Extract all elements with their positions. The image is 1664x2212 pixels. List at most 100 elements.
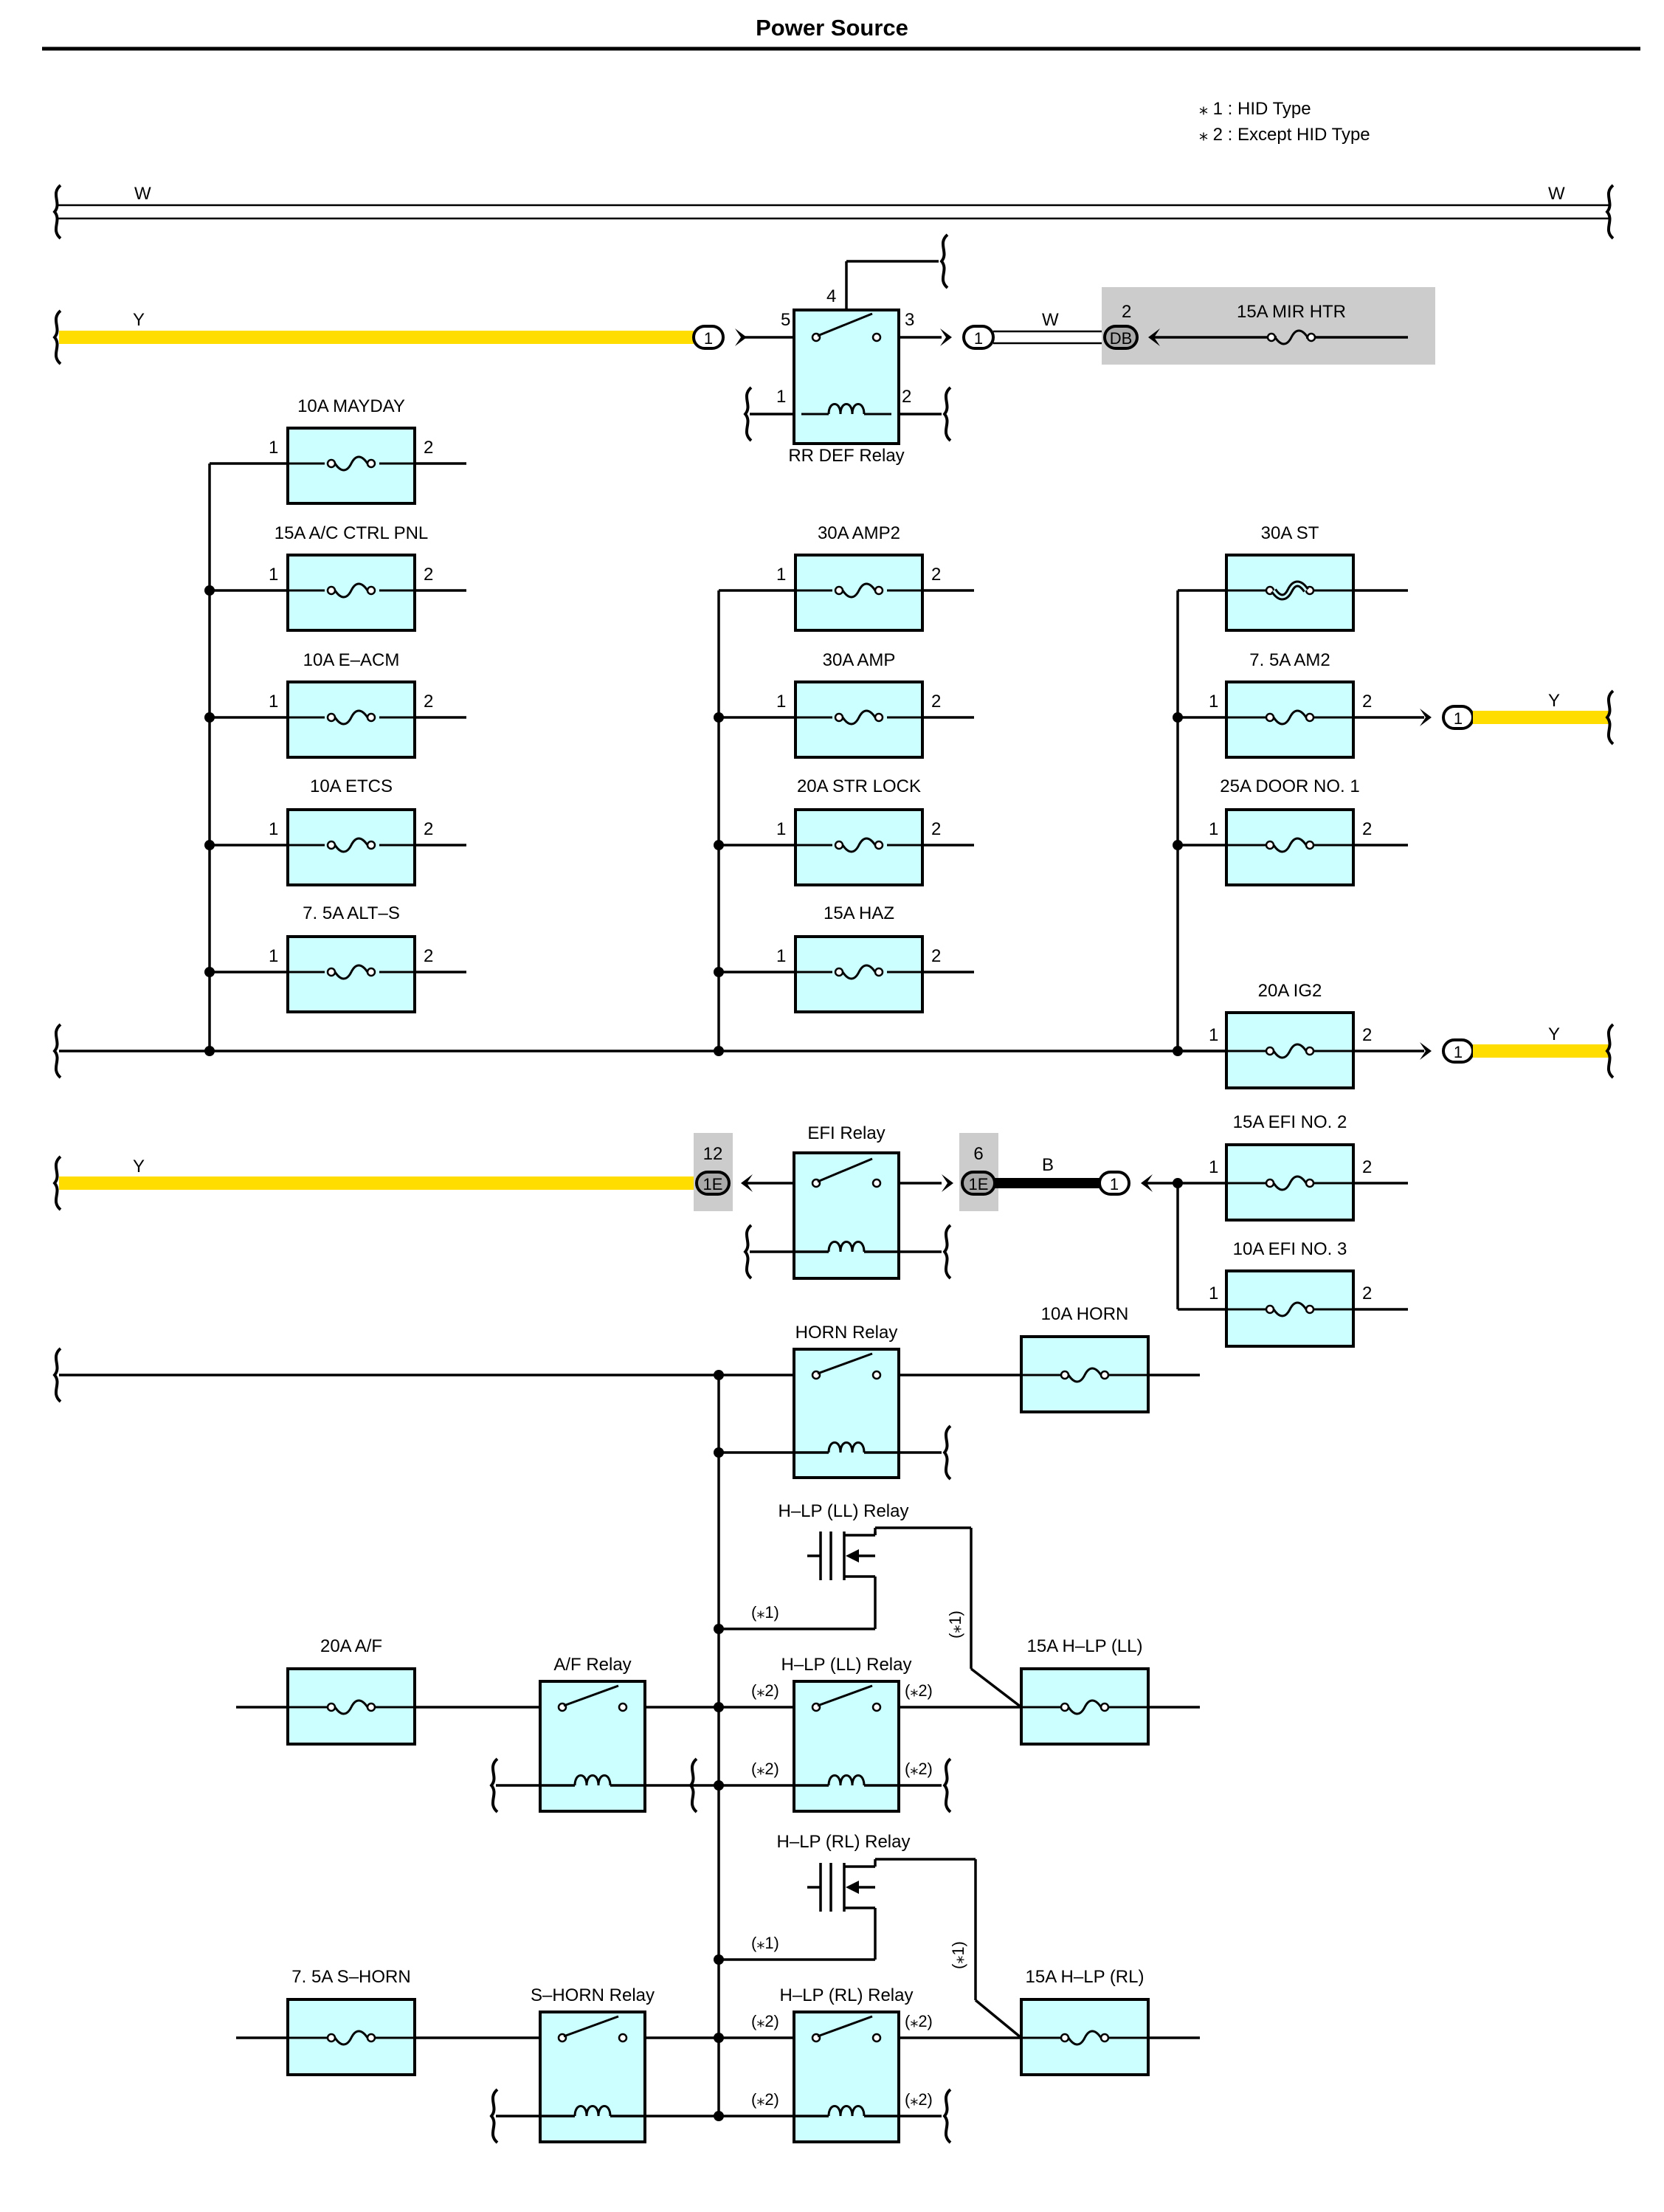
main-bus [53,1023,1226,1079]
fuse-label-horn: 10A HORN [1041,1304,1129,1324]
svg-text:1: 1 [1209,1025,1218,1045]
svg-text:(⁎2): (⁎2) [905,1760,933,1778]
svg-text:2: 2 [424,438,433,458]
wire-label-y-efi: Y [133,1157,145,1176]
svg-text:5: 5 [781,310,790,330]
svg-text:1: 1 [974,329,983,348]
svg-text:2: 2 [931,565,941,585]
relay-label-s-horn: S–HORN Relay [531,1985,655,2005]
svg-text:2: 2 [902,387,911,407]
fuse-label-st: 30A ST [1261,523,1319,543]
note-except-hid: ⁎ 2 : Except HID Type [1199,125,1370,145]
svg-text:2: 2 [1362,1284,1372,1303]
fuse-label-ac-ctrl-pnl: 15A A/C CTRL PNL [275,523,429,543]
connector-1e-12 [695,1171,731,1196]
svg-text:1: 1 [269,692,278,712]
relay-label-hlp-rl-2: H–LP (RL) Relay [780,1985,914,2005]
relay-label-rr-def: RR DEF Relay [788,446,904,466]
svg-text:2: 2 [424,946,433,966]
fuse-label-mir-htr: 15A MIR HTR [1237,302,1346,322]
svg-text:2: 2 [1362,692,1372,712]
svg-text:1: 1 [704,329,713,348]
svg-text:2: 2 [1362,1157,1372,1177]
mark-hid-ll-vertical: (⁎1) [946,1610,964,1639]
svg-text:2: 2 [1362,1025,1372,1045]
svg-text:2: 2 [424,565,433,585]
fuse-label-e-acm: 10A E–ACM [303,650,400,670]
svg-text:2: 2 [931,692,941,712]
svg-text:3: 3 [905,310,914,330]
connector-1-right [962,325,995,350]
fuse-label-am2: 7. 5A AM2 [1249,650,1330,670]
svg-text:1: 1 [1110,1175,1119,1193]
svg-text:1: 1 [269,438,278,458]
horn-relay [793,1348,900,1479]
wire-label-y-top: Y [133,310,145,330]
af-row: 20A A/F A/F Relay H–LP (LL) Relay (⁎2) (… [236,1636,1200,1813]
svg-text:1: 1 [776,692,786,712]
svg-text:2: 2 [1122,302,1131,322]
fuse-label-efi-no3: 10A EFI NO. 3 [1233,1239,1347,1259]
svg-text:(⁎2): (⁎2) [751,2090,779,2109]
mark-hid-rl-vertical: (⁎1) [949,1941,967,1969]
left-fuse-column: 10A MAYDAY 1 2 15A A/C CTRL PNL 1 2 10A E–… [204,396,466,1051]
fuse-label-efi-no2: 15A EFI NO. 2 [1233,1112,1347,1132]
svg-text:1: 1 [1209,1284,1218,1303]
s-horn-relay [539,2011,646,2143]
fuse-label-hlp-ll: 15A H–LP (LL) [1027,1636,1143,1656]
svg-text:1: 1 [776,819,786,839]
relay-label-hlp-ll-2: H–LP (LL) Relay [781,1655,912,1675]
wire-label-w-mid: W [1042,310,1059,330]
connector-1-left [692,325,725,350]
svg-text:1: 1 [1454,709,1463,728]
svg-text:2: 2 [931,946,941,966]
fuse-label-ig2: 20A IG2 [1258,981,1322,1001]
af-relay [539,1680,646,1813]
mark-hid-ll: (⁎1) [751,1603,779,1622]
fuse-label-s-horn: 7. 5A S–HORN [291,1967,410,1987]
svg-text:1: 1 [1209,819,1218,839]
rr-def-relay [793,309,900,445]
fuse-amp [794,681,924,759]
shaded-block-db [1102,287,1435,365]
fuse-label-af: 20A A/F [320,1636,382,1656]
s-horn-row: 7. 5A S–HORN S–HORN Relay H–LP (RL) Rela… [236,1967,1200,2144]
relay-label-af: A/F Relay [553,1655,631,1675]
fuse-label-door-no1: 25A DOOR NO. 1 [1220,776,1359,796]
fuse-label-amp2: 30A AMP2 [818,523,900,543]
relay-label-efi: EFI Relay [807,1123,885,1143]
svg-text:(⁎2): (⁎2) [751,2012,779,2030]
svg-text:2: 2 [931,819,941,839]
hlp-ll-relay [793,1680,900,1813]
fuse-label-mayday: 10A MAYDAY [297,396,405,416]
svg-text:1: 1 [1209,1157,1218,1177]
svg-text:(⁎2): (⁎2) [905,2090,933,2109]
svg-text:2: 2 [1362,819,1372,839]
svg-text:1: 1 [269,819,278,839]
efi-row: Y 12 1E EFI Relay 6 1E B 1 [53,1112,1408,1348]
connector-1-efi [1098,1171,1130,1196]
horn-row: HORN Relay 10A HORN [53,1304,1200,1481]
svg-text:4: 4 [826,286,836,306]
svg-text:DB: DB [1110,329,1133,348]
fuse-str-lock [794,808,924,886]
relay-label-horn: HORN Relay [795,1323,898,1343]
hlp-ll-hid-relay: H–LP (LL) Relay (⁎1) (⁎1) [719,1501,1023,1709]
hlp-rl-hid-relay: H–LP (RL) Relay (⁎1) (⁎1) [719,1832,1023,2039]
svg-text:12: 12 [703,1144,723,1164]
wire-label-y-ig2: Y [1548,1024,1560,1044]
rr-def-row: Y 1 5 RR DEF Relay 4 1 2 3 1 [53,233,1435,466]
fuse-label-etcs: 10A ETCS [310,776,393,796]
fuse-label-hlp-rl: 15A H–LP (RL) [1026,1967,1145,1987]
wire-label-w-left: W [134,184,151,204]
connector-db [1103,325,1139,350]
right-fuse-column: 30A ST 7. 5A AM2 1 2 1 Y 25A DOOR NO. 1 1… [1173,523,1615,1089]
svg-text:6: 6 [973,1144,983,1164]
page-title: Power Source [756,15,908,41]
svg-text:1: 1 [776,946,786,966]
efi-relay [793,1151,900,1280]
svg-text:(⁎2): (⁎2) [905,1681,933,1700]
fuse-label-haz: 15A HAZ [824,903,894,923]
